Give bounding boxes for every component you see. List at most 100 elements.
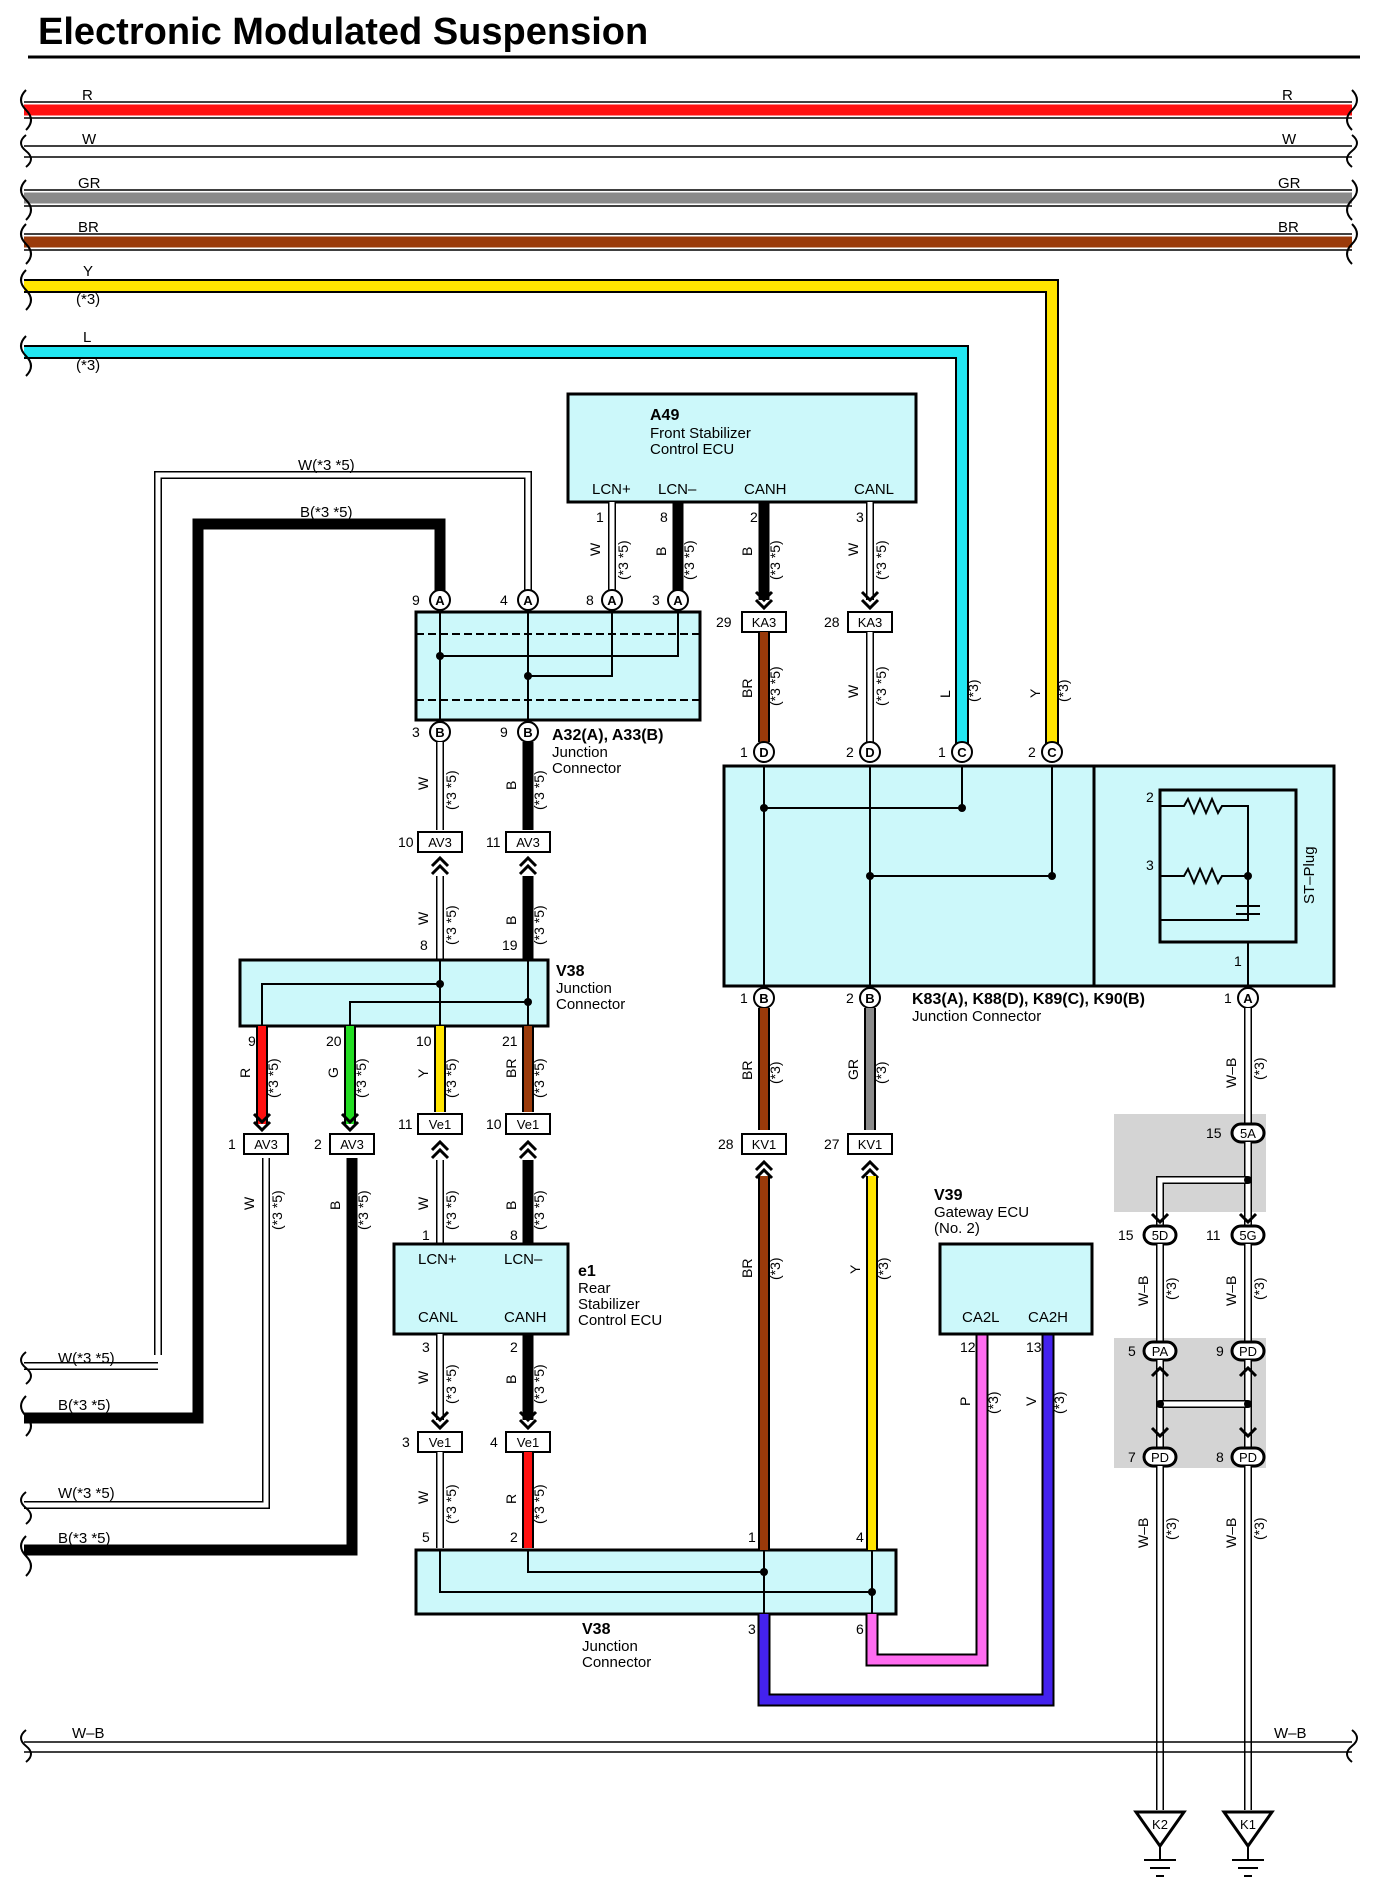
v39-name2: (No. 2) [934, 1220, 980, 1237]
a32-internal [439, 612, 679, 720]
svg-text:2: 2 [314, 1136, 322, 1152]
bus-label-w-left: W [82, 131, 97, 148]
svg-text:G: G [325, 1067, 341, 1078]
bus-label-l: L [83, 329, 91, 346]
svg-text:15: 15 [1206, 1125, 1222, 1141]
svg-text:2: 2 [1028, 744, 1036, 760]
svg-text:A: A [435, 593, 445, 608]
pin-a49-8: 8 [660, 509, 668, 525]
svg-text:(*3 *5): (*3 *5) [531, 1190, 547, 1230]
svg-text:2: 2 [510, 1529, 518, 1545]
code-a49-b2: B [739, 547, 755, 556]
svg-text:(*3): (*3) [873, 1061, 889, 1084]
svg-text:7: 7 [1128, 1449, 1136, 1465]
ground-k2: K2 [1133, 1810, 1187, 1877]
svg-text:Ve1: Ve1 [429, 1435, 451, 1450]
svg-text:B: B [503, 916, 519, 925]
svg-text:L: L [937, 690, 953, 698]
wire-b-loop-top [24, 518, 446, 1424]
svg-text:C: C [957, 745, 967, 760]
e1-name2: Stabilizer [578, 1296, 640, 1313]
svg-text:BR: BR [739, 1259, 755, 1278]
pin-a32-4: 4 [500, 592, 508, 608]
svg-text:5: 5 [422, 1529, 430, 1545]
svg-text:R: R [237, 1068, 253, 1078]
svg-text:4: 4 [856, 1529, 864, 1545]
label-w35-low: W(*3 *5) [58, 1485, 115, 1502]
svg-text:5: 5 [1128, 1343, 1136, 1359]
svg-text:(*3): (*3) [1055, 679, 1071, 702]
wire-b-left-low [24, 1158, 358, 1556]
svg-text:9: 9 [248, 1033, 256, 1049]
svg-text:AV3: AV3 [340, 1137, 364, 1152]
svg-text:GR: GR [845, 1059, 861, 1080]
svg-text:KV1: KV1 [752, 1137, 777, 1152]
svg-text:(*3 *5): (*3 *5) [531, 905, 547, 945]
svg-text:R: R [503, 1494, 519, 1504]
svg-text:(*3 *5): (*3 *5) [767, 666, 783, 706]
svg-text:(*3 *5): (*3 *5) [443, 1364, 459, 1404]
svg-text:CANH: CANH [504, 1309, 547, 1326]
code-a49-n4: (*3 *5) [873, 540, 889, 580]
svg-text:(*3): (*3) [875, 1257, 891, 1280]
label-b35-mid: B(*3 *5) [58, 1397, 111, 1414]
svg-text:8: 8 [1216, 1449, 1224, 1465]
e1-name1: Rear [578, 1280, 611, 1297]
svg-text:11: 11 [1206, 1227, 1221, 1243]
code-a49-w2: W [845, 542, 861, 556]
v38b-name1: Junction [582, 1638, 638, 1655]
bus-label-w-right: W [1282, 131, 1297, 148]
svg-text:V: V [1023, 1396, 1039, 1406]
break-marks-left [20, 89, 32, 377]
svg-text:12: 12 [960, 1339, 976, 1355]
a49-pin-lcn-minus: LCN– [658, 481, 697, 498]
svg-text:(*3 *5): (*3 *5) [873, 666, 889, 706]
page-title: Electronic Modulated Suspension [38, 11, 648, 53]
svg-text:(*3): (*3) [1251, 1517, 1267, 1540]
v38-upper-box [238, 958, 550, 1028]
a32-code: A32(A), A33(B) [552, 727, 663, 744]
break-marks-left-low [20, 1351, 32, 1577]
svg-text:(*3): (*3) [985, 1391, 1001, 1414]
bus-wire-w [24, 145, 1352, 158]
svg-text:PA: PA [1152, 1344, 1169, 1359]
svg-text:(*3 *5): (*3 *5) [531, 1484, 547, 1524]
label-b35-top: B(*3 *5) [300, 504, 353, 521]
svg-text:BR: BR [739, 679, 755, 698]
svg-text:1: 1 [748, 1529, 756, 1545]
svg-text:(*3 *5): (*3 *5) [355, 1190, 371, 1230]
bus-wire-r [24, 101, 1352, 119]
bus-label-gr-right: GR [1278, 175, 1301, 192]
wire-v-violet [757, 1334, 1055, 1707]
svg-text:8: 8 [420, 937, 428, 953]
a49-name2: Control ECU [650, 441, 734, 458]
svg-text:3: 3 [1146, 857, 1154, 873]
svg-text:B: B [503, 1375, 519, 1384]
svg-text:AV3: AV3 [254, 1137, 278, 1152]
ground-k1: K1 [1221, 1810, 1275, 1877]
svg-text:CA2H: CA2H [1028, 1309, 1068, 1326]
svg-text:(*3): (*3) [1163, 1277, 1179, 1300]
kv1-tag-27 [847, 1133, 893, 1155]
svg-text:W–B: W–B [1223, 1276, 1239, 1306]
svg-text:PD: PD [1239, 1344, 1257, 1359]
svg-text:PD: PD [1239, 1450, 1257, 1465]
svg-text:10: 10 [398, 834, 414, 850]
svg-text:B: B [865, 991, 874, 1006]
svg-text:B: B [503, 1201, 519, 1210]
svg-text:13: 13 [1026, 1339, 1042, 1355]
av3-tag-1 [243, 1133, 289, 1155]
pin-a32-b9: 9 [500, 724, 508, 740]
ve1-tag-10 [505, 1113, 551, 1135]
svg-text:W–B: W–B [1135, 1518, 1151, 1548]
svg-text:3: 3 [748, 1621, 756, 1637]
k83-code: K83(A), K88(D), K89(C), K90(B) [912, 991, 1145, 1008]
svg-text:1: 1 [228, 1136, 236, 1152]
svg-text:D: D [759, 745, 768, 760]
wire-w-loop-top [154, 471, 532, 1355]
e1-ecu-box [392, 1242, 570, 1336]
v38a-name2: Connector [556, 996, 625, 1013]
svg-text:11: 11 [486, 834, 501, 850]
svg-text:19: 19 [502, 937, 518, 953]
svg-text:AV3: AV3 [516, 835, 540, 850]
